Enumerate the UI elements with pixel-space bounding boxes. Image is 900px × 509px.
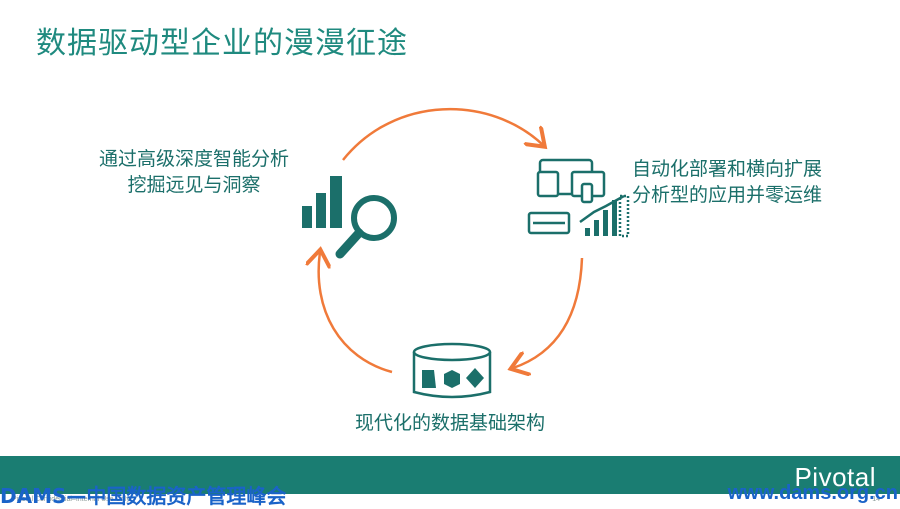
- devices-growth-icon: [527, 158, 630, 238]
- page-number: 14: [872, 496, 880, 503]
- watermark-left: DAMS—中国数据资产管理峰会: [0, 484, 287, 508]
- bar-chart-magnifier-icon: [302, 176, 397, 259]
- pivotal-logo: Pivotal: [794, 462, 876, 492]
- deployment-label: 自动化部署和横向扩展 分析型的应用并零运维: [632, 156, 882, 208]
- footer-band: [0, 456, 900, 494]
- confidential-note: Pivotal Confidential–Internal Use Only: [12, 496, 130, 503]
- slide-title: 数据驱动型企业的漫漫征途: [36, 26, 408, 61]
- insight-label: 通过高级深度智能分析 挖掘远见与洞察: [74, 146, 314, 198]
- cycle-arrow-top: [342, 108, 543, 161]
- database-icon: [412, 342, 492, 399]
- deployment-label-text: 自动化部署和横向扩展 分析型的应用并零运维: [632, 158, 823, 206]
- cycle-arrow-right: [513, 257, 584, 368]
- insight-label-text: 通过高级深度智能分析 挖掘远见与洞察: [98, 148, 289, 196]
- watermark-right: www.dams.org.cn: [727, 482, 898, 504]
- cycle-arrow-left: [319, 252, 393, 374]
- infrastructure-label: 现代化的数据基础架构: [354, 412, 545, 434]
